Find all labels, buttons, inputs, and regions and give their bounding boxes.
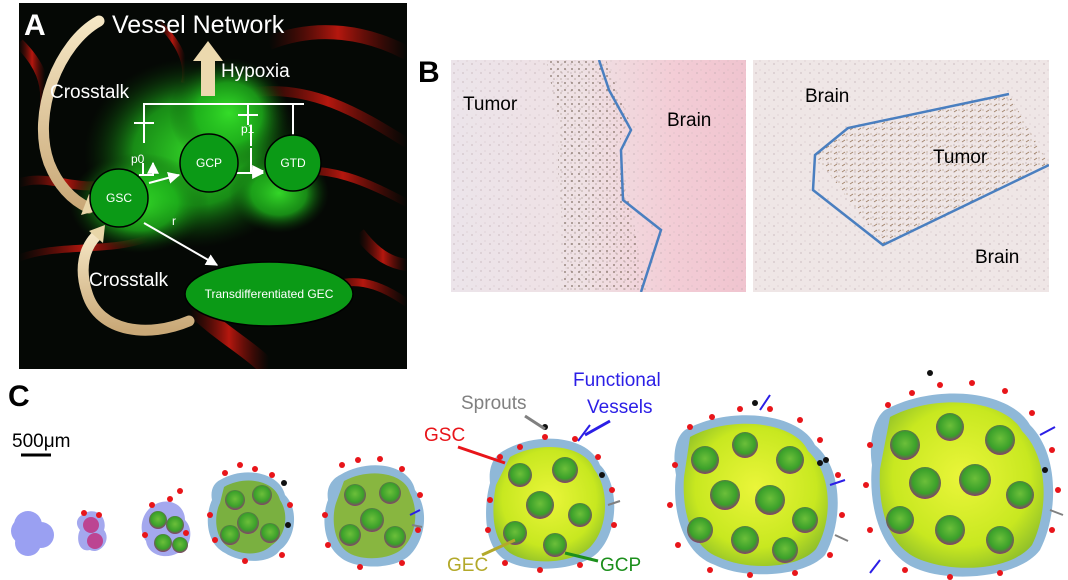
panel-a-letter: A — [24, 9, 46, 42]
node-gcp-label: GCP — [196, 156, 222, 170]
param-p0: p0 — [131, 152, 145, 166]
label-functional-vessels-1: Functional — [573, 370, 661, 391]
tumor-region-boundary — [811, 92, 1049, 247]
param-r: r — [172, 214, 176, 228]
node-gtd-label: GTD — [280, 156, 306, 170]
label-functional-vessels-2: Vessels — [587, 397, 652, 418]
tumor-stage-6 — [485, 424, 621, 573]
scale-bar-label: 500μm — [12, 431, 70, 452]
tumor-stage-4 — [207, 462, 295, 564]
b-left-tumor-label: Tumor — [463, 94, 518, 115]
tumor-stage-2 — [76, 510, 107, 551]
panel-a-diagram: Vessel Network Hypoxia Crosstalk Crossta… — [19, 3, 407, 369]
tumor-brain-boundary — [597, 60, 663, 292]
label-gsc: GSC — [424, 425, 465, 446]
functional-vessels-leader — [584, 419, 611, 437]
b-left-brain-label: Brain — [667, 110, 711, 131]
sprouts-leader — [524, 414, 546, 431]
node-gtd: GTD — [264, 134, 322, 192]
param-p1: p1 — [241, 122, 255, 136]
gec-leader — [481, 538, 516, 557]
b-right-tumor-label: Tumor — [933, 147, 988, 168]
gsc-leader — [457, 445, 506, 465]
panel-c-simulation: 500μm — [11, 370, 1064, 580]
label-gcp: GCP — [600, 555, 641, 576]
node-gec: Transdifferentiated GEC — [184, 261, 354, 327]
panel-c-letter: C — [8, 380, 30, 413]
panel-b-right-histology: Brain Tumor Brain — [753, 60, 1049, 292]
node-gcp: GCP — [179, 133, 239, 193]
panel-b-letter: B — [418, 56, 440, 89]
tumor-stage-5 — [322, 456, 425, 570]
node-gec-label: Transdifferentiated GEC — [205, 287, 334, 301]
tumor-stage-3 — [141, 488, 191, 557]
label-gec: GEC — [447, 555, 488, 576]
crosstalk-label-top: Crosstalk — [50, 82, 130, 103]
hypoxia-label: Hypoxia — [221, 61, 290, 82]
vessel-network-title: Vessel Network — [112, 11, 285, 39]
crosstalk-arrow-top — [37, 15, 105, 214]
gcp-leader — [564, 551, 599, 563]
crosstalk-label-bottom: Crosstalk — [89, 270, 169, 291]
tumor-stage-8 — [863, 370, 1064, 580]
node-gsc-label: GSC — [106, 191, 132, 205]
panel-b-left-histology: Tumor Brain — [451, 60, 746, 292]
b-right-brain-top-label: Brain — [805, 86, 849, 107]
feedback-inhibition-lines — [134, 103, 304, 175]
tumor-stage-7 — [667, 394, 849, 578]
crosstalk-arrow-bottom — [77, 229, 195, 336]
label-sprouts: Sprouts — [461, 393, 526, 414]
b-right-brain-bottom-label: Brain — [975, 247, 1019, 268]
tumor-stage-1 — [11, 511, 54, 556]
transition-arrows — [139, 148, 265, 266]
hypoxia-arrow — [193, 41, 223, 96]
node-gsc: GSC — [89, 168, 149, 228]
